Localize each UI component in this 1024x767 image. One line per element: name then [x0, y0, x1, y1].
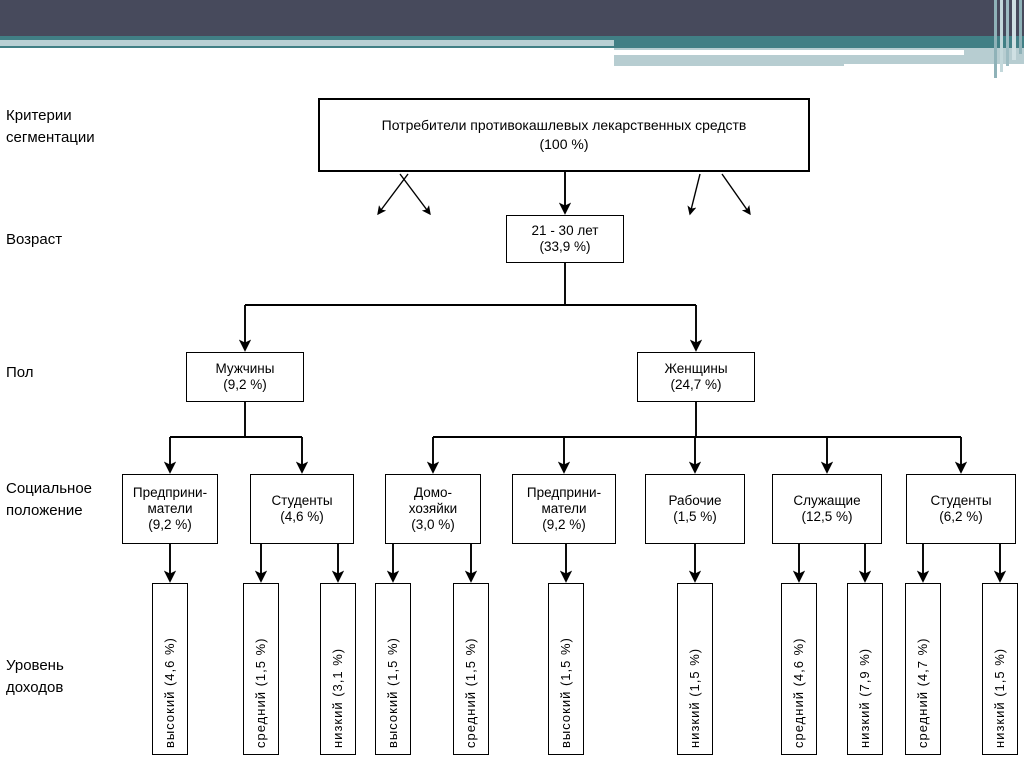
- node-inc-10[interactable]: средний (4,7 %): [905, 583, 941, 755]
- node-women-entrepreneurs[interactable]: Предприни- матели (9,2 %): [512, 474, 616, 544]
- node-women-employees[interactable]: Служащие (12,5 %): [772, 474, 882, 544]
- node-inc-5[interactable]: средний (1,5 %): [453, 583, 489, 755]
- node-inc-7[interactable]: низкий (1,5 %): [677, 583, 713, 755]
- node-women-workers[interactable]: Рабочие (1,5 %): [645, 474, 745, 544]
- node-inc-2[interactable]: средний (1,5 %): [243, 583, 279, 755]
- node-women-students[interactable]: Студенты (6,2 %): [906, 474, 1016, 544]
- row-label-gender: Пол: [6, 364, 34, 381]
- row-label-income: Уровень доходов: [6, 657, 64, 696]
- pale-teal-band-left: [0, 40, 614, 46]
- row-label-criteria: Критерии сегментации: [6, 107, 95, 146]
- accent-vline-2: [1000, 0, 1003, 72]
- row-label-age: Возраст: [6, 231, 63, 248]
- accent-vline-1: [994, 0, 997, 78]
- node-inc-4[interactable]: высокий (1,5 %): [375, 583, 411, 755]
- accent-vline-3: [1006, 0, 1009, 66]
- node-men-entrepreneurs[interactable]: Предприни- матели (9,2 %): [122, 474, 218, 544]
- node-age-21-30[interactable]: 21 - 30 лет (33,9 %): [506, 215, 624, 263]
- node-inc-8[interactable]: средний (4,6 %): [781, 583, 817, 755]
- node-men-students[interactable]: Студенты (4,6 %): [250, 474, 354, 544]
- node-women[interactable]: Женщины (24,7 %): [637, 352, 755, 402]
- node-men[interactable]: Мужчины (9,2 %): [186, 352, 304, 402]
- node-inc-11[interactable]: низкий (1,5 %): [982, 583, 1018, 755]
- dark-navy-band: [0, 0, 1024, 36]
- accent-vline-5: [1019, 0, 1022, 54]
- node-women-housewives[interactable]: Домо- хозяйки (3,0 %): [385, 474, 481, 544]
- node-inc-9[interactable]: низкий (7,9 %): [847, 583, 883, 755]
- pale-teal-band-lower: [614, 58, 844, 66]
- node-root[interactable]: Потребители противокашлевых лекарственны…: [318, 98, 810, 172]
- node-inc-1[interactable]: высокий (4,6 %): [152, 583, 188, 755]
- decorative-header-banner: [0, 0, 1024, 78]
- accent-vline-4: [1012, 0, 1016, 60]
- node-inc-3[interactable]: низкий (3,1 %): [320, 583, 356, 755]
- node-inc-6[interactable]: высокий (1,5 %): [548, 583, 584, 755]
- row-label-social: Социальное положение: [6, 480, 93, 519]
- white-stripe-1: [614, 50, 964, 55]
